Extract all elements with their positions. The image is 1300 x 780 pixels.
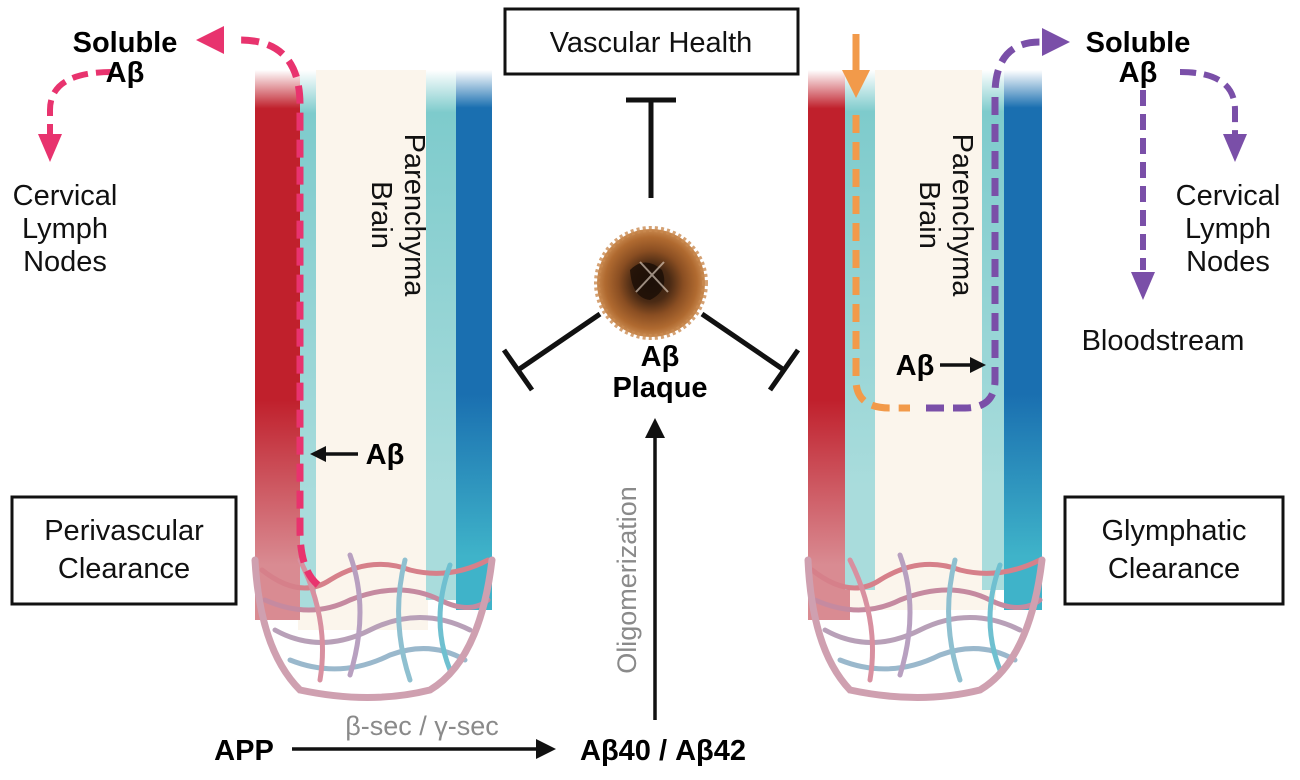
left-parenchyma-area [298,70,428,630]
left-vessel [38,26,496,701]
perivascular-branch-path [47,69,113,140]
brain-right-line2: Parenchyma [946,134,978,298]
left-vein [456,70,492,610]
oligomerization-label: Oligomerization [612,486,642,674]
cervical-right-line2: Lymph [1185,213,1271,245]
perivascular-branch-arrowhead [38,134,62,162]
left-vein-perivascular-space [426,70,460,600]
perivascular-line1: Perivascular [44,515,204,547]
abeta-right-pointer-head [970,357,986,373]
abeta-right-label: Aβ [1119,57,1158,89]
glymphatic-branch-path [1179,69,1238,140]
cleavage-arrowhead [536,739,556,759]
oligomerization-arrowhead [645,418,665,438]
cervical-right-line1: Cervical [1176,180,1281,212]
glymphatic-box [1063,495,1285,606]
plaque-label-line2: Plaque [612,372,707,404]
glymphatic-blood-arrowhead [1131,272,1155,300]
brain-left-label: Brain Parenchyma [365,134,430,298]
inhibit-right-bar [767,348,801,392]
glymphatic-line1: Glymphatic [1101,515,1246,547]
abeta-vessel-right-label: Aβ [896,350,935,382]
right-artery [808,70,850,620]
app-label: APP [214,735,274,767]
cervical-left-line1: Cervical [13,180,118,212]
inhibit-left-bar [501,348,535,392]
perivascular-flow-arrowhead [196,26,224,54]
abeta4042-label: Aβ40 / Aβ42 [580,735,746,767]
brain-right-label: Brain Parenchyma [913,134,978,298]
plaque-label-line1: Aβ [641,341,680,373]
perivascular-flow-path [239,36,321,588]
abeta-left-pointer-head [310,446,326,462]
plaque-group [594,226,708,340]
left-perivascular-space [300,70,316,610]
inhibit-right-line [700,311,786,373]
left-capillary-bed [251,552,496,701]
glymphatic-outflow-arrowhead [1042,28,1070,56]
brain-right-line1: Brain [913,181,945,249]
abeta-vessel-left-label: Aβ [366,439,405,471]
brain-left-line2: Parenchyma [398,134,430,298]
right-vessel [804,28,1247,701]
cervical-left-line3: Nodes [23,246,107,278]
right-artery-perivascular-space [845,70,875,590]
glymphatic-line2: Clearance [1108,553,1240,585]
vascular-health-box [503,7,800,76]
perivascular-box [10,495,238,606]
left-artery [255,70,300,620]
abeta-left-label: Aβ [106,57,145,89]
right-vein [1004,70,1042,610]
secretase-label: β-sec / γ-sec [345,711,499,741]
perivascular-line2: Clearance [58,553,190,585]
vascular-health-label: Vascular Health [550,27,753,59]
right-capillary-bed [804,552,1046,701]
inhibit-left-line [516,311,602,373]
bloodstream-label: Bloodstream [1082,325,1245,357]
brain-left-line1: Brain [365,181,397,249]
glymphatic-branch-arrowhead [1223,134,1247,162]
soluble-left-label: Soluble [73,27,178,59]
cervical-right-line3: Nodes [1186,246,1270,278]
cervical-left-line2: Lymph [22,213,108,245]
glymphatic-inflow-arrowhead [842,70,870,98]
soluble-right-label: Soluble [1086,27,1191,59]
